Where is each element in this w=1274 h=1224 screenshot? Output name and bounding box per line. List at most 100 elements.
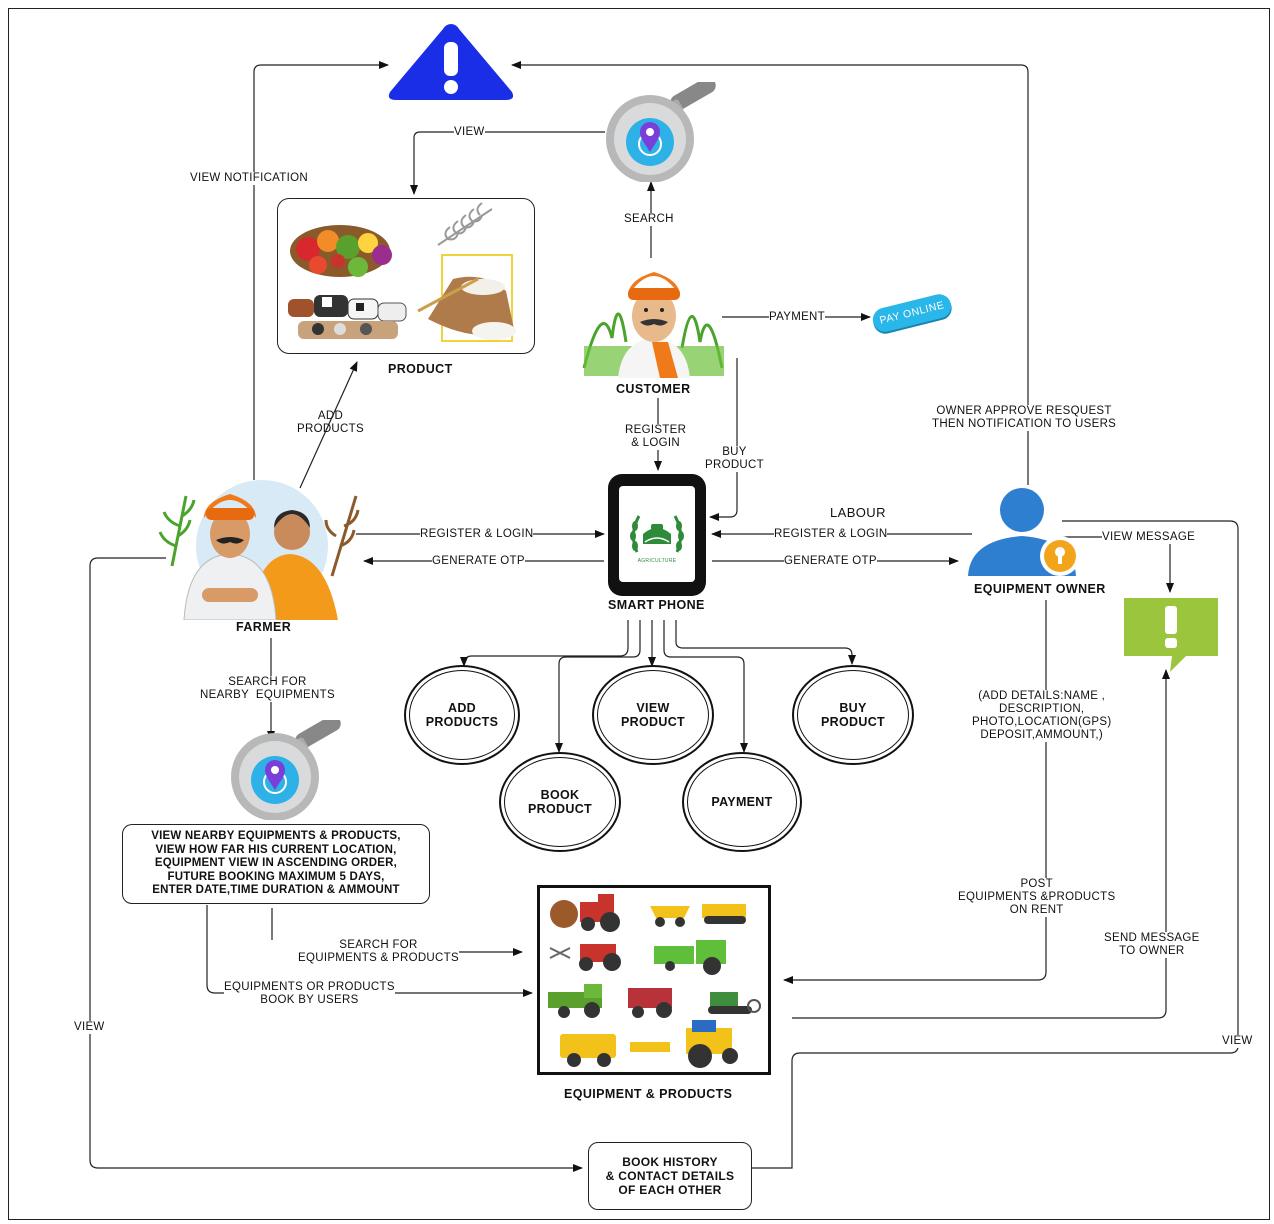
edge-phone-buy	[675, 620, 856, 665]
label-line: SEND MESSAGE	[1104, 932, 1200, 944]
edge-send-message	[792, 669, 1170, 1019]
edge-buy-product	[709, 358, 738, 521]
label-view-left: VIEW	[74, 1021, 105, 1034]
label-line: ADD	[317, 410, 344, 422]
customer-avatar	[582, 272, 724, 378]
label-line: PRODUCTS	[297, 423, 364, 435]
label-line: THEN NOTIFICATION TO USERS	[932, 418, 1117, 430]
label-generate-otp-farmer: GENERATE OTP	[432, 555, 525, 568]
edge-view-notification	[253, 61, 389, 480]
label-view-right: VIEW	[1222, 1035, 1253, 1048]
equipment-collage-image	[548, 894, 761, 1068]
label-line: SEARCH FOR	[339, 939, 418, 951]
product-collage-image	[288, 202, 516, 342]
label-line: DESCRIPTION,	[999, 703, 1085, 715]
label-owner-approve: OWNER APPROVE RESQUEST THEN NOTIFICATION…	[932, 405, 1117, 431]
labour-label: LABOUR	[830, 505, 886, 520]
label-add-details: (ADD DETAILS:NAME , DESCRIPTION, PHOTO,L…	[972, 690, 1112, 742]
book-history-line: BOOK HISTORY	[622, 1155, 718, 1169]
farmer-label: FARMER	[236, 620, 292, 634]
label-line: BOOK BY USERS	[260, 994, 359, 1006]
edge-book-by-users	[206, 905, 533, 997]
book-product-circle: BOOK PRODUCT	[499, 752, 621, 852]
add-products-circle: ADD PRODUCTS	[404, 665, 520, 765]
phone-screen: AGRICULTURE	[619, 486, 695, 582]
feature-line: FUTURE BOOKING MAXIMUM 5 DAYS,	[167, 870, 385, 883]
feature-line: VIEW HOW FAR HIS CURRENT LOCATION,	[155, 843, 397, 856]
edge-post-on-rent	[783, 600, 1047, 984]
label-search: SEARCH	[624, 213, 674, 226]
label-view-message: VIEW MESSAGE	[1102, 531, 1196, 544]
book-product-text: BOOK PRODUCT	[528, 788, 592, 816]
phone-logo-text: AGRICULTURE	[637, 558, 677, 564]
payment-circle: PAYMENT	[682, 752, 802, 852]
label-line: TO OWNER	[1119, 945, 1185, 957]
label-line: BUY	[722, 446, 747, 458]
label-view-notification: VIEW NOTIFICATION	[190, 172, 308, 185]
label-book-by-users: EQUIPMENTS OR PRODUCTS BOOK BY USERS	[224, 981, 395, 1007]
book-history-line: OF EACH OTHER	[618, 1183, 722, 1197]
label-add-products: ADD PRODUCTS	[297, 410, 364, 436]
label-view-top: VIEW	[454, 126, 485, 139]
payment-text: PAYMENT	[711, 795, 773, 809]
edge-add-products	[299, 361, 358, 489]
label-register-login-customer: REGISTER & LOGIN	[625, 424, 687, 450]
book-history-box: BOOK HISTORY & CONTACT DETAILS OF EACH O…	[588, 1142, 752, 1210]
label-register-login-farmer: REGISTER & LOGIN	[420, 528, 534, 541]
add-products-text: ADD PRODUCTS	[425, 701, 499, 729]
diagram-frame	[8, 8, 1270, 1220]
location-search-icon	[606, 82, 716, 182]
buy-product-circle: BUY PRODUCT	[792, 665, 914, 765]
label-search-nearby: SEARCH FOR NEARBY EQUIPMENTS	[200, 676, 335, 702]
equipment-products-box	[537, 885, 771, 1075]
label-line: EQUIPMENTS OR PRODUCTS	[224, 981, 395, 993]
farmer-avatar	[158, 480, 360, 620]
feature-line: EQUIPMENT VIEW IN ASCENDING ORDER,	[154, 857, 398, 870]
warning-icon	[388, 24, 514, 100]
product-label: PRODUCT	[388, 362, 453, 376]
edge-view-left	[89, 557, 583, 1172]
feature-line: VIEW NEARBY EQUIPMENTS & PRODUCTS,	[151, 830, 401, 843]
view-product-circle: VIEW PRODUCT	[592, 665, 714, 765]
label-line: DEPOSIT,AMMOUNT,)	[980, 729, 1104, 741]
label-line: SEARCH FOR	[228, 676, 307, 688]
label-line: OWNER APPROVE RESQUEST	[936, 405, 1112, 417]
label-post-on-rent: POST EQUIPMENTS &PRODUCTS ON RENT	[958, 878, 1116, 917]
feature-line: ENTER DATE,TIME DURATION & AMMOUNT	[152, 884, 400, 897]
label-register-login-owner: REGISTER & LOGIN	[774, 528, 888, 541]
label-line: POST	[1020, 878, 1053, 890]
edge-owner-approve	[511, 61, 1029, 485]
label-line: EQUIPMENTS &PRODUCTS	[958, 891, 1116, 903]
equipment-owner-label: EQUIPMENT OWNER	[974, 582, 1106, 596]
label-buy-product: BUY PRODUCT	[705, 446, 764, 472]
equipment-owner-avatar	[968, 488, 1080, 576]
equipment-products-label: EQUIPMENT & PRODUCTS	[564, 1087, 733, 1101]
label-payment: PAYMENT	[769, 311, 825, 324]
label-line: PRODUCT	[705, 459, 764, 471]
label-line: PHOTO,LOCATION(GPS)	[972, 716, 1112, 728]
buy-product-text: BUY PRODUCT	[821, 701, 885, 729]
edge-phone-book	[555, 620, 641, 753]
nearby-search-icon	[231, 720, 341, 820]
label-generate-otp-owner: GENERATE OTP	[784, 555, 877, 568]
label-line: REGISTER	[625, 424, 687, 436]
edge-view-top	[410, 131, 605, 195]
label-line: (ADD DETAILS:NAME ,	[978, 690, 1106, 702]
label-line: NEARBY EQUIPMENTS	[200, 689, 335, 701]
agriculture-logo-icon	[630, 515, 684, 553]
label-search-equipments: SEARCH FOR EQUIPMENTS & PRODUCTS	[298, 939, 459, 965]
edge-phone-add	[460, 620, 629, 667]
smart-phone-label: SMART PHONE	[608, 598, 705, 612]
edge-view-right	[752, 520, 1239, 1169]
customer-label: CUSTOMER	[616, 382, 691, 396]
smart-phone: AGRICULTURE	[608, 474, 706, 596]
product-box	[277, 198, 535, 354]
view-product-text: VIEW PRODUCT	[621, 701, 685, 729]
label-line: ON RENT	[1009, 904, 1064, 916]
label-send-message: SEND MESSAGE TO OWNER	[1104, 932, 1200, 958]
edge-phone-payment	[663, 620, 748, 753]
label-line: & LOGIN	[631, 437, 680, 449]
farmer-features-box: VIEW NEARBY EQUIPMENTS & PRODUCTS, VIEW …	[122, 824, 430, 904]
message-icon	[1124, 598, 1218, 672]
book-history-line: & CONTACT DETAILS	[605, 1169, 735, 1183]
